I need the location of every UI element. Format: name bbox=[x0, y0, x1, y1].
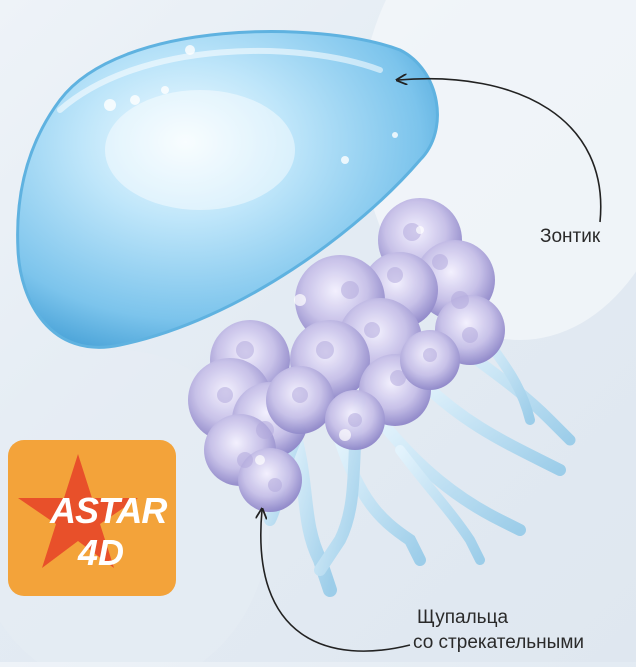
logo-text-line1: ASTAR bbox=[50, 490, 166, 532]
tentacles-leader-line bbox=[261, 510, 410, 651]
label-tentacles-line2: со стрекательными bbox=[413, 632, 584, 654]
label-tentacles-line1: Щупальца bbox=[417, 607, 508, 629]
astar-4d-logo[interactable]: ASTAR 4D bbox=[8, 440, 176, 596]
logo-text-line2: 4D bbox=[78, 532, 124, 574]
label-umbrella: Зонтик bbox=[540, 226, 600, 248]
